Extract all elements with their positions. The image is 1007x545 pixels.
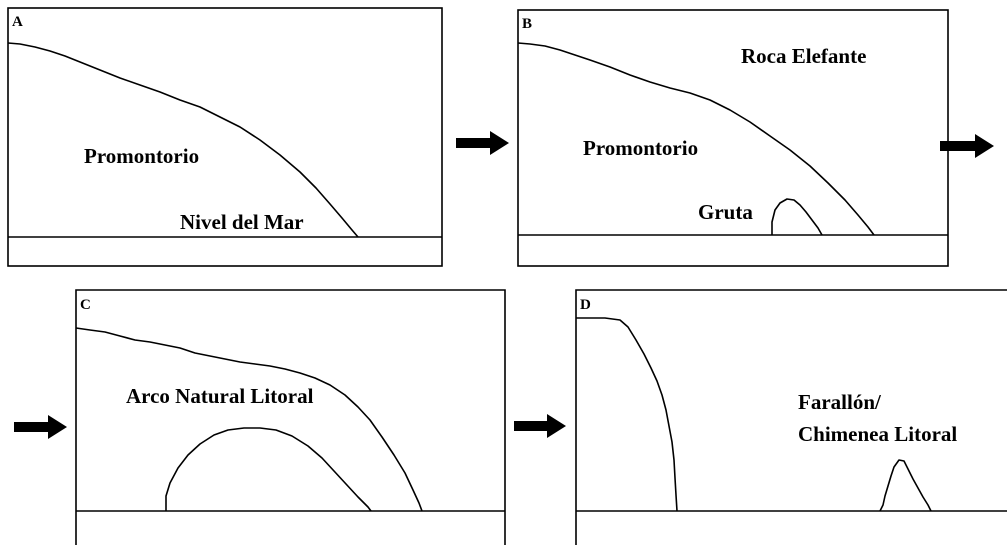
panel-c-letter: C [80, 297, 91, 313]
panel-b-promontory-outline [517, 42, 875, 236]
panel-d-sea-stack-outline [879, 459, 932, 512]
panel-a-letter: A [12, 14, 23, 30]
arrow-c-to-d [514, 414, 566, 438]
arrow-b-to-c [940, 134, 994, 158]
panel-d: D Farallón/ Chimenea Litoral [575, 289, 1007, 545]
panel-c: C Arco Natural Litoral [75, 289, 506, 545]
arrow-a-to-b [456, 131, 509, 155]
panel-a-promontory-label: Promontorio [84, 144, 199, 168]
panel-a-sea-level-label: Nivel del Mar [180, 210, 304, 234]
panel-d-cliff-outline [576, 317, 678, 512]
panel-b-frame [517, 9, 949, 267]
panel-b-rock-label: Roca Elefante [741, 44, 866, 68]
arrow-before-c [14, 415, 67, 439]
panel-d-stack-label-line1: Farallón/ [798, 390, 882, 414]
panel-b-cave-outline [771, 198, 823, 236]
panel-b-cave-label: Gruta [698, 200, 753, 224]
panel-c-arch-label: Arco Natural Litoral [126, 384, 314, 408]
panel-b-promontory-label: Promontorio [583, 136, 698, 160]
panel-c-arch-outer [75, 327, 423, 512]
panel-d-stack-label-line2: Chimenea Litoral [798, 422, 957, 446]
panel-b-letter: B [522, 16, 532, 32]
panel-a: A Promontorio Nivel del Mar [7, 7, 443, 267]
panel-a-frame [7, 7, 443, 267]
panel-b: B Roca Elefante Promontorio Gruta [517, 9, 949, 267]
panel-d-letter: D [580, 297, 591, 313]
panel-d-frame [575, 289, 1007, 545]
panel-a-promontory-outline [7, 42, 359, 238]
panel-c-frame [75, 289, 506, 545]
panel-c-arch-opening [165, 427, 372, 512]
